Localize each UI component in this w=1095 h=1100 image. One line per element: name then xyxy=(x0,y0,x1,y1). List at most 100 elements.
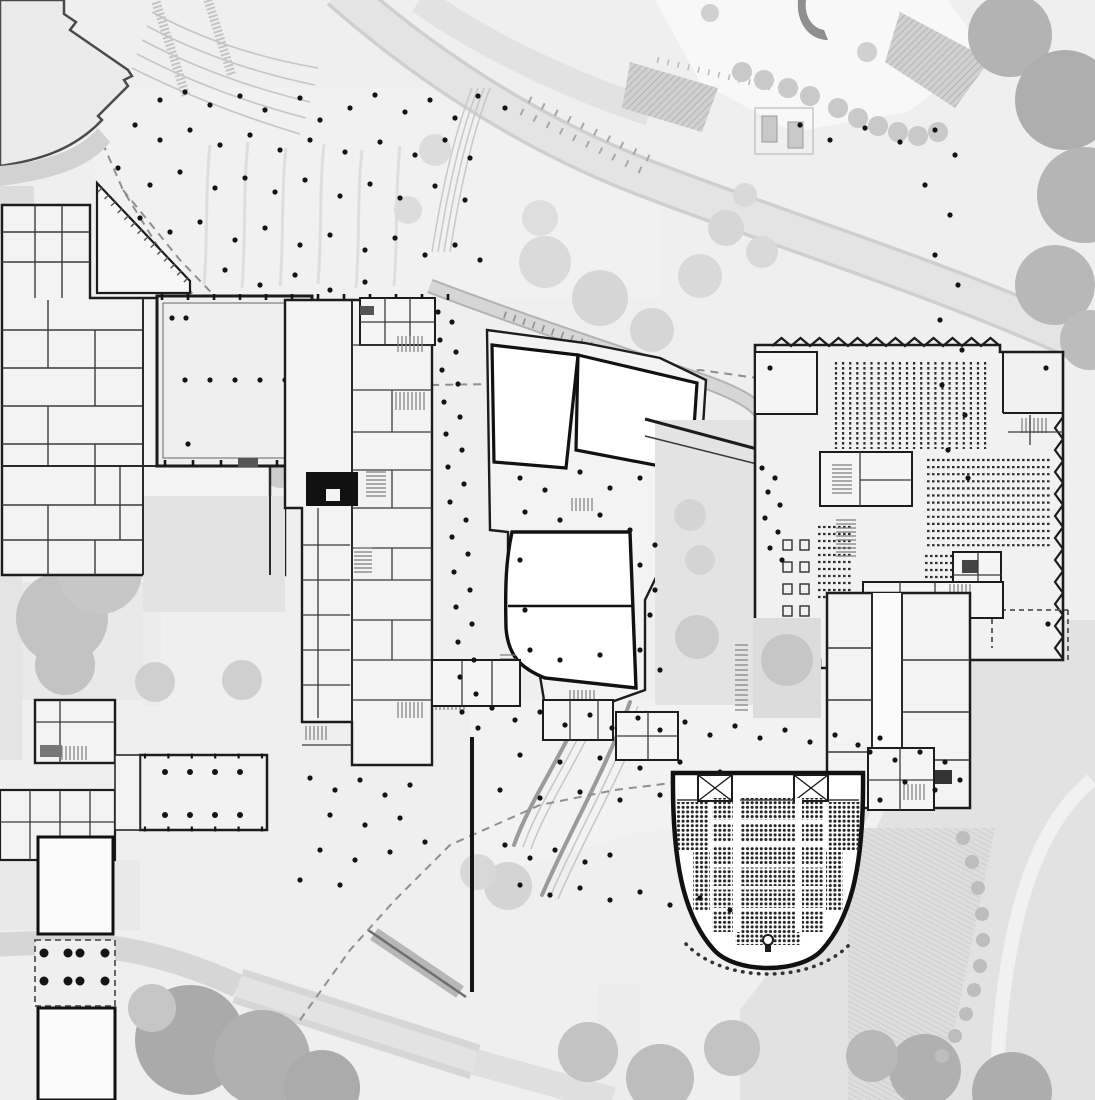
scatter-dots-southwest xyxy=(297,775,428,888)
pergola-columns xyxy=(39,948,110,986)
tree xyxy=(1037,147,1095,243)
hedge-trees-top xyxy=(732,62,948,146)
wing-stair-strip xyxy=(735,644,748,711)
sw-band-3 xyxy=(471,1049,616,1100)
entry-brace xyxy=(793,774,829,802)
scatter-dots-northeast xyxy=(797,122,971,481)
plate-arc-cut xyxy=(797,0,828,40)
dark-room xyxy=(360,306,374,315)
terrace-arc-4 xyxy=(136,53,307,119)
path-left-edge xyxy=(0,560,22,760)
stair xyxy=(397,336,423,352)
lectern-stem xyxy=(765,945,771,952)
tree xyxy=(972,1052,1052,1100)
tree xyxy=(419,134,451,166)
grass-line-2 xyxy=(240,141,250,289)
bar-columns xyxy=(162,769,243,818)
hall-columns xyxy=(169,315,288,447)
foyer-south-rooms xyxy=(431,659,521,707)
scatter-dots-amphitheatre-ne xyxy=(867,749,963,803)
tree xyxy=(35,635,95,695)
tree xyxy=(128,984,176,1032)
courtyard-shrub xyxy=(685,545,715,575)
car-2 xyxy=(787,121,804,149)
tree xyxy=(1060,310,1095,370)
road-main-surface xyxy=(329,0,1095,367)
sw-bar-link xyxy=(114,754,141,831)
scatter-dots-south-plaza xyxy=(489,705,883,803)
wing-courtyard-tree xyxy=(761,634,813,686)
hall-divider xyxy=(575,354,579,451)
scatter-dots-bottom-center xyxy=(502,842,733,913)
tree xyxy=(846,1030,898,1082)
tree xyxy=(708,210,744,246)
tree xyxy=(135,662,175,702)
library-stair-w xyxy=(836,519,856,557)
scatter-dots-plaza xyxy=(115,89,508,293)
stair xyxy=(903,784,925,800)
sw-band-2-surface xyxy=(234,975,479,1073)
tree xyxy=(704,1020,760,1076)
hall-upper-left xyxy=(490,343,580,470)
tree xyxy=(519,236,571,288)
chevron-row-1 xyxy=(519,108,643,174)
bush-row-southeast xyxy=(935,831,990,1063)
carrel xyxy=(799,561,810,573)
stair xyxy=(366,471,386,497)
plate-circle-1 xyxy=(701,4,719,22)
library-column xyxy=(1043,365,1049,371)
embankment-hatch-b xyxy=(885,12,990,108)
service-core-notch xyxy=(326,489,340,501)
hall-door xyxy=(238,458,258,467)
scatter-dots-library-west xyxy=(759,465,785,563)
lectern xyxy=(762,934,774,946)
slope-texture-se xyxy=(848,828,995,1100)
plate-circle-2 xyxy=(857,42,877,62)
sw-bar-building xyxy=(138,753,269,832)
sw-tall-hall xyxy=(36,835,115,936)
stair xyxy=(832,464,852,494)
stair xyxy=(61,746,87,760)
terrace-arc-1 xyxy=(151,11,319,69)
slope-line-1 xyxy=(431,87,473,253)
tree xyxy=(284,1050,360,1100)
tree xyxy=(678,254,722,298)
terrace-column xyxy=(1045,621,1051,627)
grass-line-1 xyxy=(202,144,212,286)
stair xyxy=(395,392,425,410)
bridge-wall-upper xyxy=(644,417,758,451)
library-sawtooth-east xyxy=(1053,416,1065,660)
tree xyxy=(746,236,778,268)
entry-brace xyxy=(697,774,733,802)
tree xyxy=(572,270,628,326)
sw-hall-2 xyxy=(36,1006,117,1100)
library-carrel-rows-sw xyxy=(818,525,852,599)
courtyard-shrub xyxy=(674,499,706,531)
bridge-wall-lower xyxy=(644,435,758,465)
bar-ticks-bottom xyxy=(143,826,264,832)
stair xyxy=(397,702,423,718)
tree xyxy=(733,183,757,207)
row-gap xyxy=(712,842,824,846)
library-core-dark xyxy=(962,560,978,573)
terrace-arc-5 xyxy=(131,67,301,135)
scatter-dots-courtyard xyxy=(517,469,663,673)
library-stacks-vertical xyxy=(834,362,987,449)
library-stair-ne xyxy=(1021,418,1047,433)
triangle-hatch xyxy=(97,187,189,283)
grass-line-5 xyxy=(354,149,364,289)
stair xyxy=(305,726,327,740)
bar-ticks-top xyxy=(143,753,264,759)
library-column xyxy=(767,365,773,371)
tree xyxy=(1015,245,1095,325)
carrel xyxy=(782,539,793,551)
hall-main xyxy=(503,530,638,690)
tree xyxy=(394,196,422,224)
seating-wedge-left xyxy=(677,802,709,850)
tree xyxy=(460,854,496,890)
row-gap xyxy=(712,864,824,868)
courtyard-tree xyxy=(675,615,719,659)
terrace-arc-2 xyxy=(146,25,316,86)
